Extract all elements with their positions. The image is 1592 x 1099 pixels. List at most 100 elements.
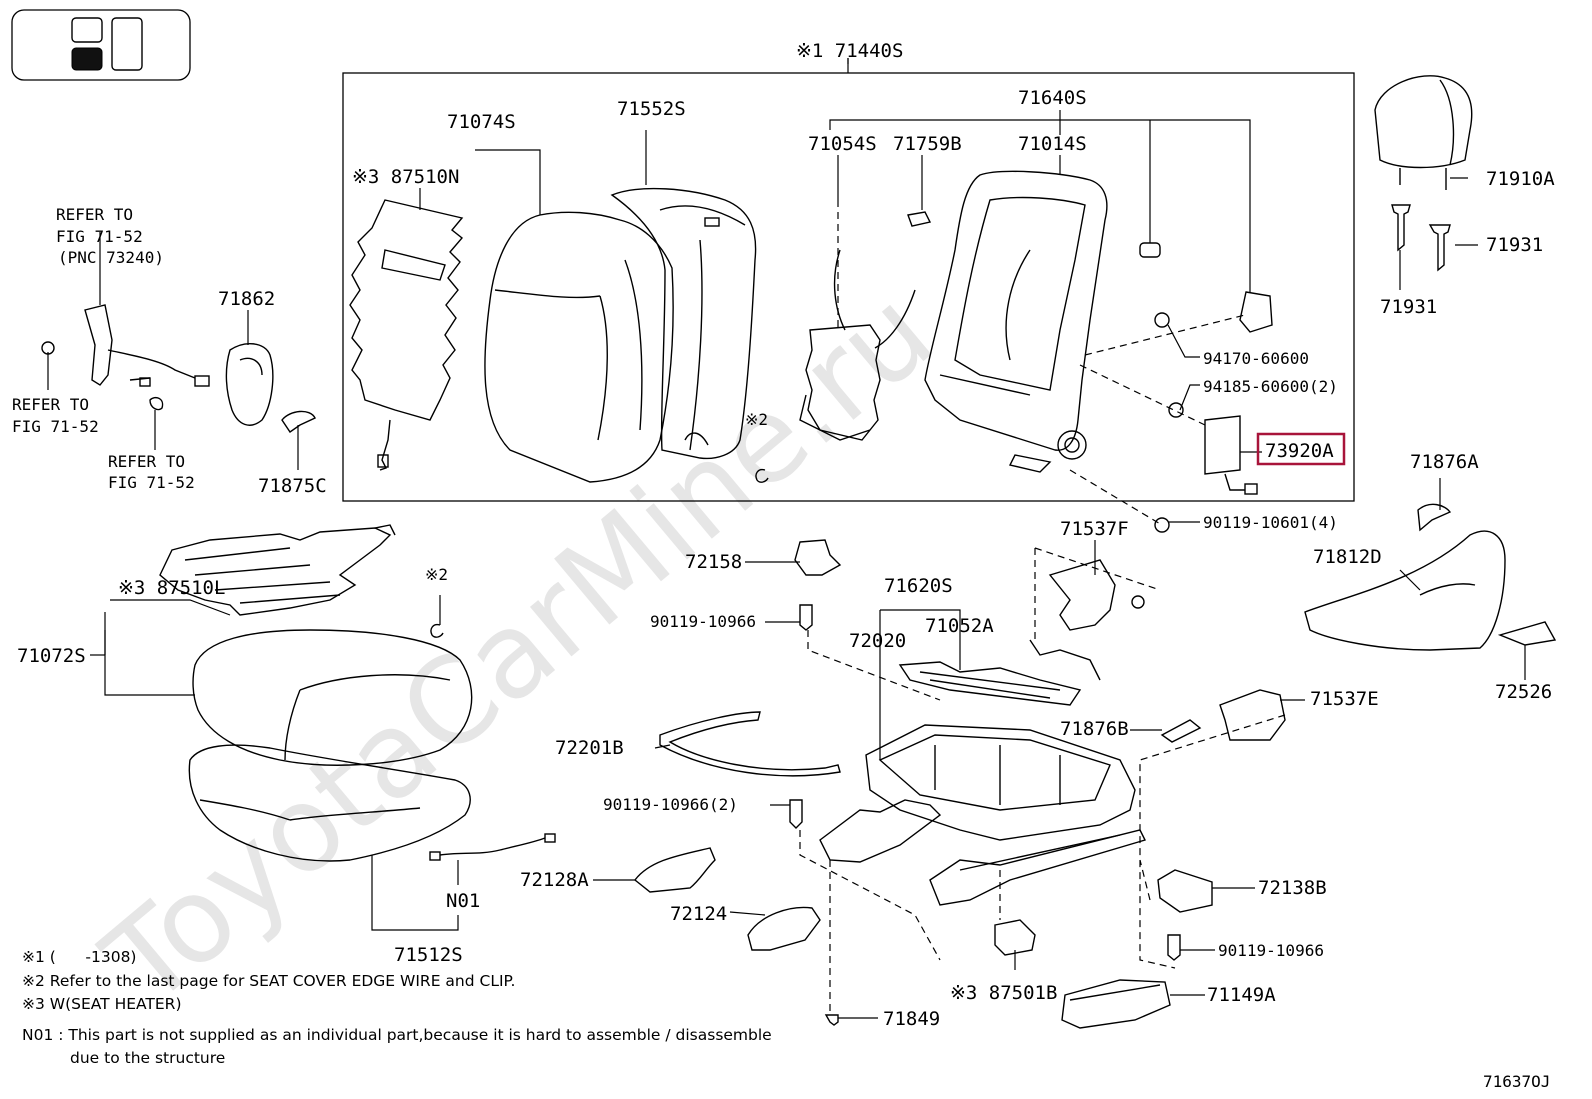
highlight-box-73920a xyxy=(1256,432,1346,466)
label-71537f[interactable]: 71537F xyxy=(1060,518,1129,540)
mark-2-cushion: ※2 xyxy=(425,565,448,584)
label-71074s[interactable]: 71074S xyxy=(447,111,516,133)
shield-71812d-part xyxy=(1304,530,1506,651)
module-73920a xyxy=(1204,415,1258,495)
label-87510l-prefix[interactable]: ※3 87510L xyxy=(118,577,225,599)
wire-72201b-part xyxy=(659,711,841,777)
bolt-90119-10966-a xyxy=(799,604,813,631)
label-94170-60600[interactable]: 94170-60600 xyxy=(1203,349,1309,368)
label-90119-10966-b[interactable]: 90119-10966 xyxy=(1218,941,1324,960)
lumbar-support-part xyxy=(799,249,916,441)
clip-71640s xyxy=(1139,242,1161,258)
bracket-72158-part xyxy=(794,539,842,576)
cover-71875c-part xyxy=(281,410,316,433)
label-90119-10966-a[interactable]: 90119-10966 xyxy=(650,612,756,631)
label-71862[interactable]: 71862 xyxy=(218,288,275,310)
label-n01[interactable]: N01 xyxy=(446,890,480,912)
label-71620s[interactable]: 71620S xyxy=(884,575,953,597)
label-72020[interactable]: 72020 xyxy=(849,630,906,652)
cushion-frame-part xyxy=(865,724,1136,841)
switch-87501b-part xyxy=(994,919,1036,956)
clip-71759b xyxy=(907,211,932,227)
seatbelt-buckle-part xyxy=(41,304,210,411)
nut-94185 xyxy=(1168,402,1184,418)
label-72201b[interactable]: 72201B xyxy=(555,737,624,759)
refer-fig-text-4[interactable]: FIG 71-52 xyxy=(12,417,99,436)
label-72124[interactable]: 72124 xyxy=(670,903,727,925)
seat-track-part xyxy=(819,799,1146,906)
label-94185-60600[interactable]: 94185-60600(2) xyxy=(1203,377,1338,396)
edge-clip-icon-top xyxy=(755,468,769,483)
label-73920a[interactable]: 73920A xyxy=(1265,440,1334,462)
label-72526[interactable]: 72526 xyxy=(1495,681,1552,703)
seatback-pad-part xyxy=(610,187,757,460)
headrest-guide-left xyxy=(1391,204,1411,252)
label-90119-10966-2[interactable]: 90119-10966(2) xyxy=(603,795,738,814)
label-72138b[interactable]: 72138B xyxy=(1258,877,1327,899)
label-72158[interactable]: 72158 xyxy=(685,551,742,573)
screw-71537f xyxy=(1131,595,1145,609)
label-71512s[interactable]: 71512S xyxy=(394,944,463,966)
label-71759b[interactable]: 71759B xyxy=(893,133,962,155)
clip-71849 xyxy=(824,1014,839,1026)
label-87501b[interactable]: ※3 87501B xyxy=(950,982,1057,1004)
seatback-cover-part xyxy=(484,211,674,483)
footnote-2: ※2 Refer to the last page for SEAT COVER… xyxy=(22,972,515,990)
label-71876a[interactable]: 71876A xyxy=(1410,451,1479,473)
cover-72526-part xyxy=(1497,621,1557,646)
label-71052a[interactable]: 71052A xyxy=(925,615,994,637)
refer-fig-text-3[interactable]: REFER TO xyxy=(12,395,89,414)
label-71440s[interactable]: ※1 71440S xyxy=(796,40,903,62)
label-71876b[interactable]: 71876B xyxy=(1060,718,1129,740)
leader-lines xyxy=(47,58,1526,1019)
label-71910a[interactable]: 71910A xyxy=(1486,168,1555,190)
bolt-90119-10966-2 xyxy=(789,799,803,829)
label-71931-right[interactable]: 71931 xyxy=(1486,234,1543,256)
label-72128a[interactable]: 72128A xyxy=(520,869,589,891)
seatback-heater-part xyxy=(349,199,464,471)
cushion-heater-part xyxy=(159,524,396,616)
label-71875c[interactable]: 71875C xyxy=(258,475,327,497)
mark-2-seatback: ※2 xyxy=(745,410,768,429)
bracket-71537e-part xyxy=(1219,689,1286,741)
label-71849[interactable]: 71849 xyxy=(883,1008,940,1030)
headrest-part xyxy=(1374,75,1473,190)
cover-71149a-part xyxy=(1061,979,1171,1029)
cover-72128a-part xyxy=(634,847,716,893)
footnote-5: due to the structure xyxy=(70,1049,225,1067)
footnote-3: ※3 W(SEAT HEATER) xyxy=(22,995,182,1013)
wiring-n01-part xyxy=(429,833,556,861)
label-71054s[interactable]: 71054S xyxy=(808,133,877,155)
cover-71876a-part xyxy=(1417,503,1452,532)
cushion-cover-part xyxy=(192,629,473,766)
nut-94170 xyxy=(1154,312,1170,328)
refer-fig-text-5[interactable]: REFER TO xyxy=(108,452,185,471)
cushion-pad-part xyxy=(188,744,471,862)
label-87510n[interactable]: ※3 87510N xyxy=(352,166,459,188)
seat-position-icon xyxy=(11,9,191,81)
refer-fig-text-6[interactable]: FIG 71-52 xyxy=(108,473,195,492)
label-71552s[interactable]: 71552S xyxy=(617,98,686,120)
cushion-springs-part xyxy=(898,639,1101,706)
label-71072s[interactable]: 71072S xyxy=(17,645,86,667)
label-90119-10601[interactable]: 90119-10601(4) xyxy=(1203,513,1338,532)
label-71812d[interactable]: 71812D xyxy=(1313,546,1382,568)
diagram-id: 71637OJ xyxy=(1483,1072,1550,1091)
label-71537e[interactable]: 71537E xyxy=(1310,688,1379,710)
label-71014s[interactable]: 71014S xyxy=(1018,133,1087,155)
refer-fig-text-1[interactable]: REFER TO xyxy=(56,205,133,224)
headrest-guide-right xyxy=(1428,224,1451,272)
bolt-90119-10601 xyxy=(1154,517,1170,533)
edge-clip-icon-mid xyxy=(430,623,444,638)
refer-fig-text-2[interactable]: FIG 71-52 xyxy=(56,227,143,246)
seatback-frame-part xyxy=(924,170,1108,473)
label-71931-bottom[interactable]: 71931 xyxy=(1380,296,1437,318)
label-71640s[interactable]: 71640S xyxy=(1018,87,1087,109)
cover-71862-part xyxy=(225,343,274,426)
cover-72124-part xyxy=(747,906,821,951)
cover-71876b-part xyxy=(1160,719,1202,743)
label-71149a[interactable]: 71149A xyxy=(1207,984,1276,1006)
bracket-71640s xyxy=(1239,291,1273,333)
